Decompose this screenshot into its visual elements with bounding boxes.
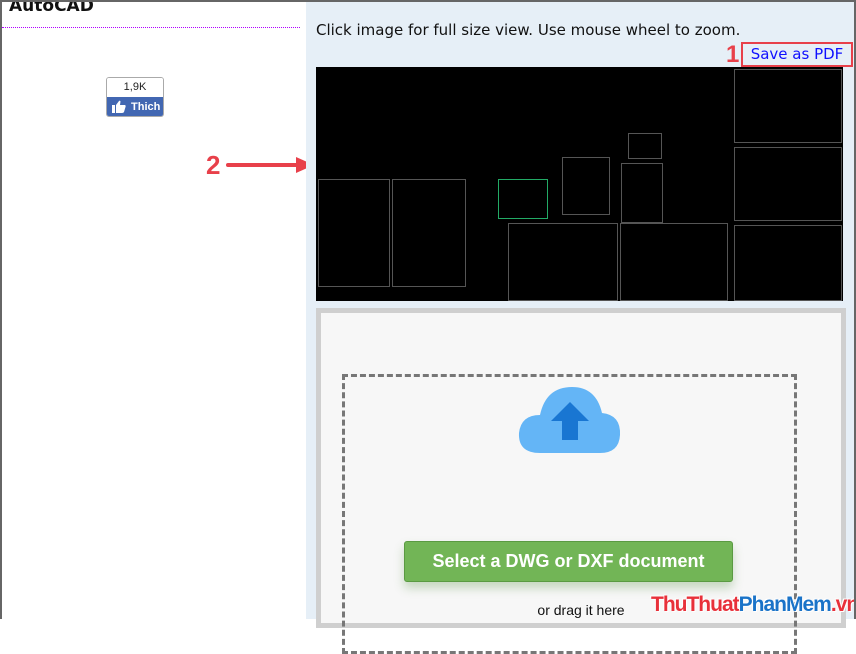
arrow-icon — [226, 157, 314, 173]
sidebar: AutoCAD 1,9K Thich 2 — [0, 0, 314, 619]
hint-text: Click image for full size view. Use mous… — [316, 21, 741, 39]
facebook-like-button[interactable]: 1,9K Thich — [106, 77, 164, 117]
drawing-preview[interactable] — [316, 67, 843, 301]
save-as-pdf-link[interactable]: Save as PDF — [741, 42, 853, 67]
divider — [2, 27, 300, 28]
select-document-button[interactable]: Select a DWG or DXF document — [404, 541, 733, 582]
like-count: 1,9K — [107, 78, 163, 97]
step-1-label: 1 — [726, 41, 740, 68]
upload-area[interactable]: Select a DWG or DXF document or drag it … — [316, 308, 846, 654]
thumbs-up-icon — [112, 100, 126, 113]
page-title: AutoCAD — [9, 0, 94, 16]
step-2-label: 2 — [206, 150, 221, 180]
drag-hint: or drag it here — [537, 602, 625, 618]
main-panel: Click image for full size view. Use mous… — [306, 0, 856, 654]
like-label: Thich — [131, 101, 161, 113]
watermark: ThuThuatPhanMem.vn — [651, 593, 856, 616]
like-label-row: Thich — [107, 97, 163, 116]
cloud-upload-icon — [518, 387, 621, 453]
